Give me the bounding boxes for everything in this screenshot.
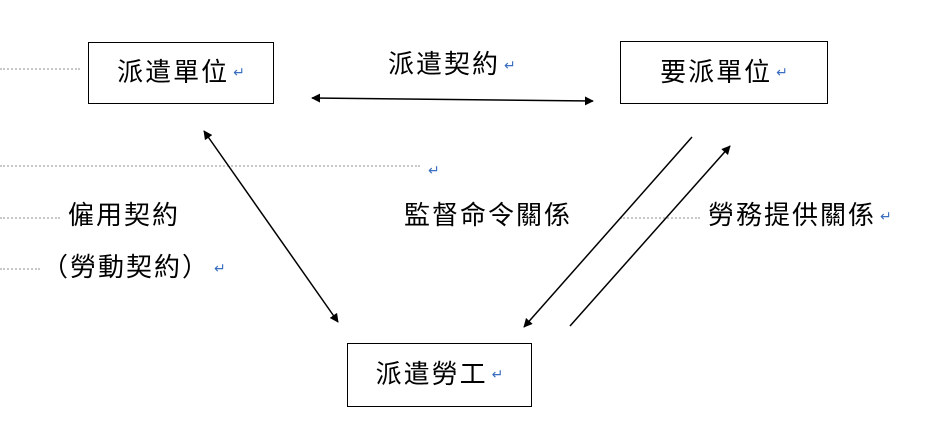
empty-paragraph-mark: ↵ xyxy=(424,157,440,183)
dispatch-contract-arrow xyxy=(311,93,594,106)
requesting-unit-box: 要派單位↵ xyxy=(620,41,828,104)
guide-line-1 xyxy=(0,68,80,70)
guide-line-5 xyxy=(0,268,40,270)
dispatched-worker-box: 派遣勞工↵ xyxy=(347,343,532,407)
paragraph-mark: ↵ xyxy=(776,64,788,81)
dispatched-worker-label: 派遣勞工 xyxy=(375,360,488,390)
supervision-label: 監督命令關係 xyxy=(404,201,573,231)
supervision-arrow xyxy=(523,136,693,328)
labor-contract-label-wrap: （勞動契約）↵ xyxy=(42,255,226,281)
dispatch-contract-label-wrap: 派遣契約↵ xyxy=(388,52,516,78)
paragraph-mark: ↵ xyxy=(214,261,226,277)
dispatch-contract-label: 派遣契約 xyxy=(388,50,501,80)
paragraph-mark: ↵ xyxy=(233,65,245,81)
labor-contract-label: （勞動契約） xyxy=(42,253,211,283)
employment-contract-label: 僱用契約 xyxy=(68,201,181,231)
labor-provision-label-wrap: 勞務提供關係↵ xyxy=(708,203,892,229)
dispatch-unit-box: 派遣單位↵ xyxy=(88,42,274,104)
labor-provision-label: 勞務提供關係 xyxy=(708,201,877,231)
labor-provision-arrow xyxy=(569,145,731,327)
paragraph-mark: ↵ xyxy=(880,209,892,225)
employment-contract-arrow xyxy=(203,130,339,323)
paragraph-mark: ↵ xyxy=(504,58,516,74)
dispatch-unit-label: 派遣單位 xyxy=(117,58,230,88)
employment-contract-label-wrap: 僱用契約 xyxy=(68,203,180,229)
guide-line-3 xyxy=(0,217,60,219)
paragraph-mark: ↵ xyxy=(491,367,504,383)
paragraph-mark: ↵ xyxy=(428,163,440,179)
requesting-unit-label: 要派單位 xyxy=(660,57,773,88)
supervision-label-wrap: 監督命令關係 xyxy=(404,203,572,229)
guide-line-4 xyxy=(620,217,700,219)
